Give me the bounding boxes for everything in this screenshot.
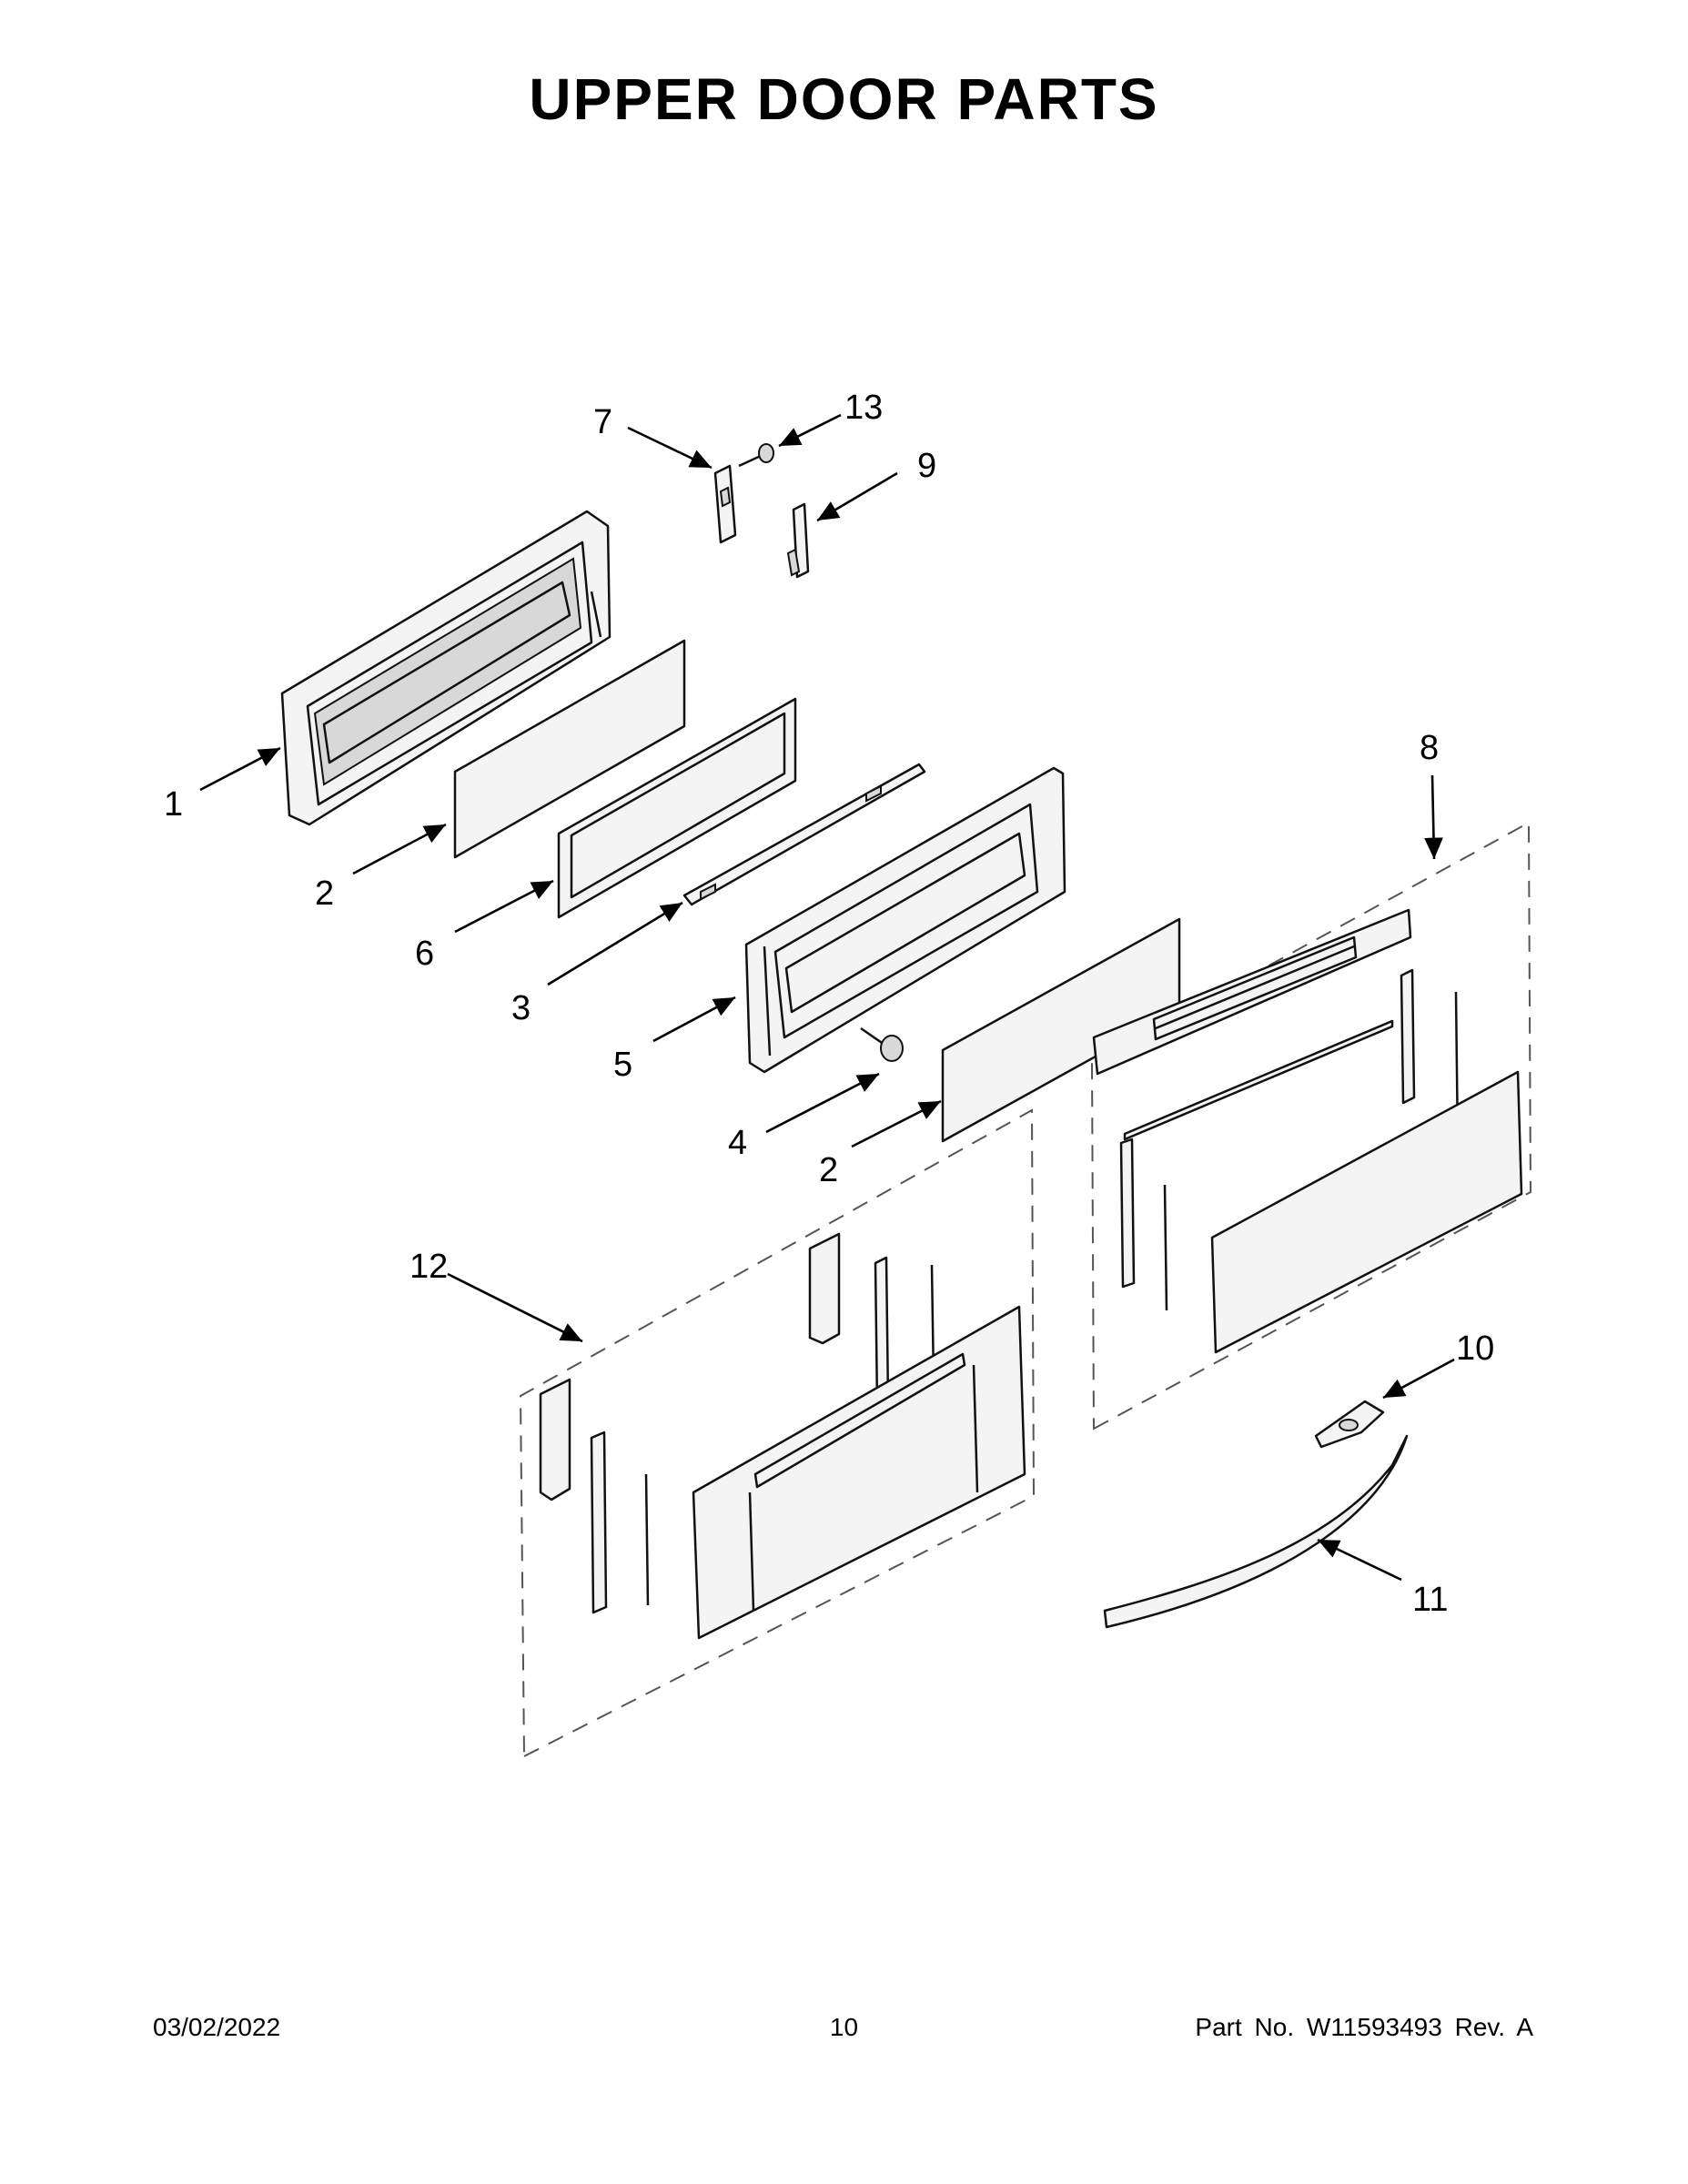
callout-5: 5: [613, 1046, 632, 1084]
callout-2-upper: 2: [315, 875, 334, 913]
part-3-trim-rail: [682, 763, 926, 906]
part-10-handle-end-cap: [1314, 1400, 1385, 1449]
part-6-glass-gasket: [557, 697, 797, 919]
part-1-inner-door-frame: [280, 510, 612, 826]
callout-9: 9: [917, 447, 936, 485]
part-12-outer-door-panel-assembly: [519, 1108, 1036, 1758]
callout-4: 4: [728, 1124, 747, 1162]
page-title: UPPER DOOR PARTS: [529, 66, 1159, 132]
callout-3: 3: [511, 989, 531, 1027]
part-4-screw: [860, 1026, 904, 1062]
callout-2-lower: 2: [819, 1151, 838, 1189]
callout-13: 13: [844, 389, 883, 427]
part-9-hinge-receiver: [786, 502, 810, 579]
callout-6: 6: [415, 935, 434, 973]
leader-lines: [199, 413, 1455, 1582]
footer-page-number: 10: [829, 2013, 859, 2041]
callout-12: 12: [409, 1248, 448, 1286]
callout-1: 1: [164, 785, 183, 824]
footer-part-number: Part No. W11593493 Rev. A: [1195, 2013, 1533, 2041]
part-2-glass-panel-upper: [453, 639, 686, 859]
callout-11: 11: [1412, 1581, 1448, 1619]
callout-8: 8: [1420, 729, 1439, 767]
part-11-door-handle: [1103, 1434, 1409, 1629]
part-13-hinge-pin: [738, 443, 774, 468]
callout-7: 7: [593, 403, 612, 441]
part-5-outer-door-frame: [744, 766, 1066, 1074]
part-7-hinge-bracket: [713, 464, 737, 544]
callout-10: 10: [1456, 1330, 1494, 1368]
footer-date: 03/02/2022: [153, 2013, 281, 2041]
part-8-door-panel-assembly: [1090, 821, 1532, 1431]
